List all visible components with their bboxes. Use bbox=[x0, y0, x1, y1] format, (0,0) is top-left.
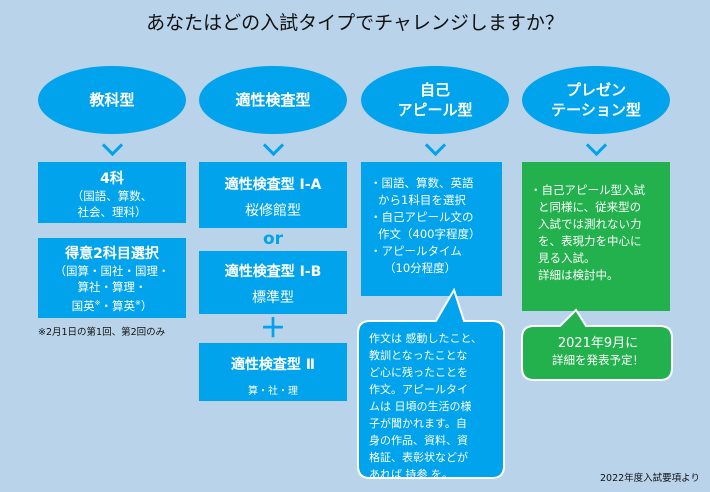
box-tekisei-1a-title: 適性検査型 Ⅰ-A bbox=[224, 177, 322, 193]
header-jiko-appeal-2: アピール型 bbox=[397, 101, 473, 119]
jiko-item-4: 作文（400字程度） bbox=[378, 227, 481, 241]
callout-jiko-text: 作文は 感動したこと、 教訓となったことな ど心に残ったことを 作文。アピールタ… bbox=[369, 330, 501, 483]
box-4ka-title: 4科 bbox=[100, 171, 124, 187]
box-tekisei-1a: 適性検査型 Ⅰ-A 桜修館型 bbox=[199, 162, 347, 228]
pres-item-2: と同様に、従来型の bbox=[538, 200, 642, 214]
callout-jiko-line-2: 教訓となったことな bbox=[369, 349, 468, 362]
box-tokui-sub-2: 算社・算理・ bbox=[77, 280, 147, 294]
box-tokui: 得意2科目選択 （国算・国社・国理・ 算社・算理・ 国英※・算英※） bbox=[38, 238, 186, 318]
box-jiko-appeal: ・国語、算数、英語 から1科目を選択 ・自己アピール文の 作文（400字程度） … bbox=[361, 162, 502, 296]
header-kyoka: 教科型 bbox=[38, 66, 186, 134]
box-tekisei-2-sub: 算・社・理 bbox=[248, 386, 298, 397]
callout-jiko-line-7: 身の作品、資料、資 bbox=[369, 434, 468, 447]
header-presentation-1: プレゼン bbox=[565, 81, 626, 99]
callout-presentation-line-2: 詳細を発表予定！ bbox=[552, 353, 644, 367]
box-tokui-sub-3: 国英※・算英※） bbox=[71, 298, 153, 313]
box-4ka-sub-2: 社会、理科） bbox=[77, 205, 147, 219]
pres-item-1: ・自己アピール型入試 bbox=[530, 183, 645, 197]
callout-jiko-line-8: 格証、表彰状などが bbox=[369, 451, 468, 464]
callout-presentation-line-1: 2021年9月に bbox=[557, 336, 639, 351]
callout-jiko-line-5: ムは 日頃の生活の様 bbox=[369, 400, 472, 413]
chevron-down-icon bbox=[262, 134, 285, 157]
box-tekisei-1b: 適性検査型 Ⅰ-B 標準型 bbox=[199, 251, 347, 314]
box-tokui-sub-1: （国算・国社・国理・ bbox=[54, 264, 170, 278]
chevron-down-icon bbox=[424, 134, 447, 157]
callout-jiko-line-9: あれば 持参 を。 bbox=[369, 468, 453, 481]
jiko-item-3: ・自己アピール文の bbox=[370, 210, 474, 224]
pres-item-4: を、表現力を中心に bbox=[538, 234, 642, 248]
callout-jiko-line-1: 作文は 感動したこと、 bbox=[369, 332, 483, 345]
pres-item-6: 詳細は検討中。 bbox=[538, 268, 619, 282]
callout-presentation-text: 2021年9月に 詳細を発表予定！ bbox=[522, 335, 674, 368]
chevron-down-icon bbox=[101, 134, 124, 157]
jiko-item-1: ・国語、算数、英語 bbox=[370, 176, 474, 190]
box-tekisei-1b-title: 適性検査型 Ⅰ-B bbox=[224, 264, 322, 280]
box-4ka: 4科 （国語、算数、 社会、理科） bbox=[38, 162, 186, 223]
box-tekisei-1b-sub: 標準型 bbox=[252, 290, 294, 306]
jiko-item-5: ・アピールタイム bbox=[370, 244, 462, 258]
pres-item-5: 見る入試。 bbox=[538, 251, 596, 265]
or-label: or bbox=[262, 229, 284, 249]
box-tekisei-2-title: 適性検査型 Ⅱ bbox=[230, 357, 316, 373]
footnote: ※2月1日の第1回、第2回のみ bbox=[38, 327, 166, 338]
box-tokui-title: 得意2科目選択 bbox=[65, 246, 159, 262]
plus-icon: ＋ bbox=[259, 314, 286, 344]
callout-jiko-line-4: 作文。アピールタイ bbox=[369, 383, 468, 396]
box-tekisei-2: 適性検査型 Ⅱ 算・社・理 bbox=[199, 343, 347, 401]
jiko-item-6: （10分程度） bbox=[384, 261, 457, 275]
box-presentation: ・自己アピール型入試 と同様に、従来型の 入試では測れない力 を、表現力を中心に… bbox=[522, 162, 670, 311]
chevron-down-icon bbox=[585, 134, 608, 157]
header-jiko-appeal: 自己 アピール型 bbox=[361, 66, 509, 134]
source-note: 2022年度入試要項より bbox=[600, 473, 700, 484]
header-presentation-2: テーション型 bbox=[551, 101, 641, 119]
callout-jiko-line-6: 子が聞かれます。自 bbox=[369, 417, 467, 430]
header-presentation: プレゼン テーション型 bbox=[522, 66, 670, 134]
callout-jiko-line-3: ど心に残ったことを bbox=[369, 366, 468, 379]
page-title: あなたはどの入試タイプでチャレンジしますか？ bbox=[146, 12, 564, 34]
callout-jiko bbox=[357, 288, 505, 479]
box-tekisei-1a-sub: 桜修館型 bbox=[245, 203, 301, 219]
box-4ka-sub-1: （国語、算数、 bbox=[71, 189, 153, 203]
pres-item-3: 入試では測れない力 bbox=[538, 217, 642, 231]
callout-presentation bbox=[521, 308, 673, 381]
header-jiko-appeal-1: 自己 bbox=[419, 81, 450, 99]
header-tekisei: 適性検査型 bbox=[199, 66, 347, 134]
jiko-item-2: から1科目を選択 bbox=[378, 193, 466, 207]
